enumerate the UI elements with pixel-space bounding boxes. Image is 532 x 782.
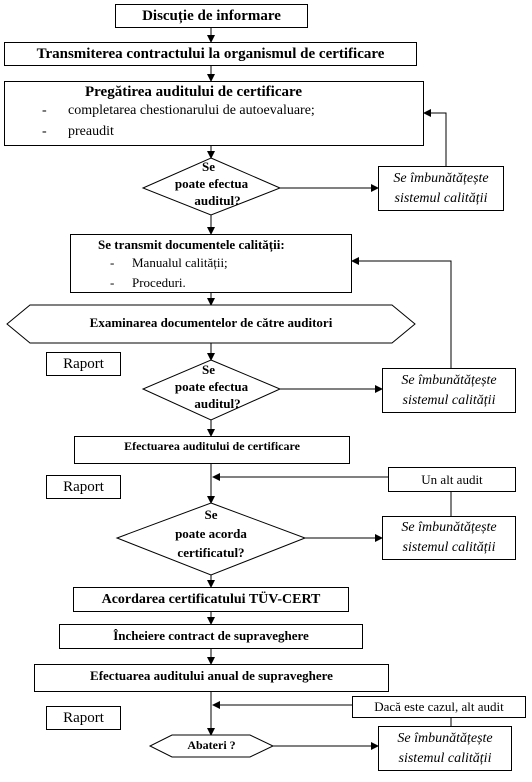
step-efectuarea-cert-label: Efectuarea auditului de certificare — [124, 439, 300, 453]
step-examinarea-label: Examinarea documentelor de către auditor… — [89, 315, 333, 330]
decision-diamond-2 — [141, 359, 282, 421]
step-discutie-label: Discuție de informare — [142, 7, 281, 24]
improve-box-4: Se îmbunătățește sistemul calității — [378, 726, 512, 771]
decision-2-text: Se poate efectua auditul? — [143, 361, 280, 412]
step-efectuarea-anual: Efectuarea auditului anual de supraveghe… — [34, 664, 389, 692]
decision-3-line-1: Se — [204, 507, 218, 522]
bullet-dash: - — [110, 275, 115, 290]
improve-box-1-line-2: sistemul calității — [394, 191, 488, 206]
step-documente-title: Se transmit documentele calității: — [98, 237, 285, 252]
feedback-improve2-documente — [351, 257, 452, 368]
raport-box-1: Raport — [46, 352, 121, 376]
decision-diamond-4 — [148, 734, 275, 758]
documente-item-1: - Manualul calității; — [110, 255, 228, 271]
improve-box-1: Se îmbunătățește sistemul calității — [378, 166, 504, 211]
improve-box-3-line-2: sistemul calității — [402, 540, 496, 555]
decision-2-line-1: Se — [202, 362, 215, 377]
step-pregatirea-title: Pregătirea auditului de certificare — [85, 84, 303, 100]
raport-box-2-label: Raport — [63, 478, 104, 495]
decision-3-line-3: certificatul? — [177, 545, 245, 560]
improve-box-1-line-1: Se îmbunătățește — [393, 171, 489, 186]
decision-1-line-3: auditul? — [194, 193, 241, 208]
pregatirea-item-2-text: preaudit — [68, 124, 114, 139]
bullet-dash: - — [110, 255, 115, 270]
daca-alt-audit-box: Dacă este cazul, alt audit — [352, 696, 526, 718]
step-efectuarea-anual-label: Efectuarea auditului anual de supraveghe… — [90, 668, 333, 683]
examinarea-shape — [6, 304, 416, 344]
decision-3-line-2: poate acorda — [175, 526, 247, 541]
daca-alt-audit-label: Dacă este cazul, alt audit — [374, 699, 504, 714]
decision-2-line-2: poate efectua — [174, 379, 249, 394]
decision-diamond-1 — [141, 157, 282, 216]
raport-box-2: Raport — [46, 475, 121, 499]
un-alt-audit-label: Un alt audit — [421, 471, 483, 487]
improve-box-2-line-1: Se îmbunătățește — [401, 373, 497, 388]
bullet-dash: - — [42, 124, 47, 139]
step-pregatirea: Pregătirea auditului de certificare - co… — [4, 81, 424, 146]
step-transmiterea: Transmiterea contractului la organismul … — [4, 42, 417, 66]
pregatirea-item-1: - completarea chestionarului de autoeval… — [42, 103, 315, 119]
decision-1-text: Se poate efectua auditul? — [143, 158, 280, 209]
feedback-improve1-pregatirea — [423, 109, 447, 166]
improve-box-2: Se îmbunătățește sistemul calității — [382, 368, 516, 413]
un-alt-audit-box: Un alt audit — [388, 467, 516, 492]
decision-1-line-1: Se — [202, 159, 215, 174]
raport-box-3: Raport — [46, 706, 121, 730]
improve-box-4-line-2: sistemul calității — [398, 751, 492, 766]
step-incheiere: Încheiere contract de supraveghere — [59, 624, 363, 649]
improve-box-4-line-1: Se îmbunătățește — [397, 731, 493, 746]
step-transmiterea-label: Transmiterea contractului la organismul … — [36, 45, 385, 62]
decision-3-text: Se poate acorda certificatul? — [117, 505, 305, 562]
documente-item-1-text: Manualul calității; — [132, 255, 228, 270]
pregatirea-item-2: - preaudit — [42, 124, 114, 140]
improve-box-3: Se îmbunătățește sistemul calității — [382, 516, 516, 560]
step-acordarea: Acordarea certificatului TÜV-CERT — [73, 587, 349, 612]
raport-box-1-label: Raport — [63, 355, 104, 372]
decision-4-text: Abateri ? — [187, 738, 236, 752]
step-efectuarea-cert: Efectuarea auditului de certificare — [74, 436, 350, 464]
improve-box-2-line-2: sistemul calității — [402, 393, 496, 408]
decision-2-line-3: auditul? — [194, 396, 241, 411]
documente-item-2: - Proceduri. — [110, 275, 186, 291]
bullet-dash: - — [42, 103, 47, 118]
decision-diamond-3 — [115, 502, 307, 576]
pregatirea-item-1-text: completarea chestionarului de autoevalua… — [68, 103, 315, 118]
improve-box-3-line-1: Se îmbunătățește — [401, 520, 497, 535]
step-documente: Se transmit documentele calității: - Man… — [70, 234, 352, 293]
decision-1-line-2: poate efectua — [174, 176, 249, 191]
step-discutie: Discuție de informare — [115, 4, 308, 28]
raport-box-3-label: Raport — [63, 709, 104, 726]
documente-item-2-text: Proceduri. — [132, 275, 186, 290]
step-acordarea-label: Acordarea certificatului TÜV-CERT — [101, 591, 321, 607]
step-incheiere-label: Încheiere contract de supraveghere — [113, 628, 309, 643]
